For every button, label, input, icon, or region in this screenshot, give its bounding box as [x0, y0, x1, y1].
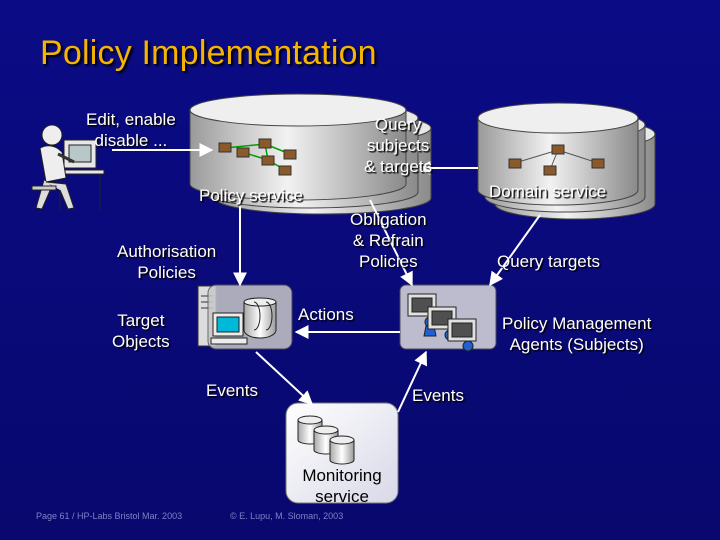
arrow-query-targets	[489, 214, 541, 287]
policy-service-database	[189, 93, 432, 215]
admin-person-icon	[31, 124, 105, 210]
slide-title: Policy Implementation	[40, 34, 377, 72]
domain-service-database	[477, 102, 656, 220]
policy-agents-icon	[399, 284, 497, 352]
monitoring-label: Monitoring service	[302, 466, 382, 506]
target-objects-icon	[197, 284, 293, 350]
footer-center: © E. Lupu, M. Sloman, 2003	[230, 511, 344, 521]
obligation-label: Obligation & Refrain Policies	[350, 210, 427, 271]
footer-left: Page 61 / HP-Labs Bristol Mar. 2003	[36, 511, 183, 521]
target-objects-label: Target Objects	[112, 311, 170, 351]
arrow-events-right	[397, 350, 428, 413]
domain-graph	[508, 144, 605, 176]
policy-service-label: Policy service	[199, 186, 303, 205]
query-subjects-label: Query subjects & targets	[364, 115, 433, 176]
events-left-label: Events	[206, 381, 258, 400]
authorisation-label: Authorisation Policies	[117, 242, 217, 282]
edit-label: Edit, enable disable ...	[86, 110, 176, 150]
events-right-label: Events	[412, 386, 464, 405]
domain-service-label: Domain service	[489, 182, 607, 201]
query-targets-label: Query targets	[497, 252, 600, 271]
actions-label: Actions	[298, 305, 354, 324]
pma-label: Policy Management Agents (Subjects)	[502, 314, 652, 354]
arrow-obligation	[369, 199, 413, 287]
monitoring-service-box	[285, 402, 399, 504]
arrow-events-left	[255, 351, 314, 405]
policy-graph	[218, 138, 297, 176]
